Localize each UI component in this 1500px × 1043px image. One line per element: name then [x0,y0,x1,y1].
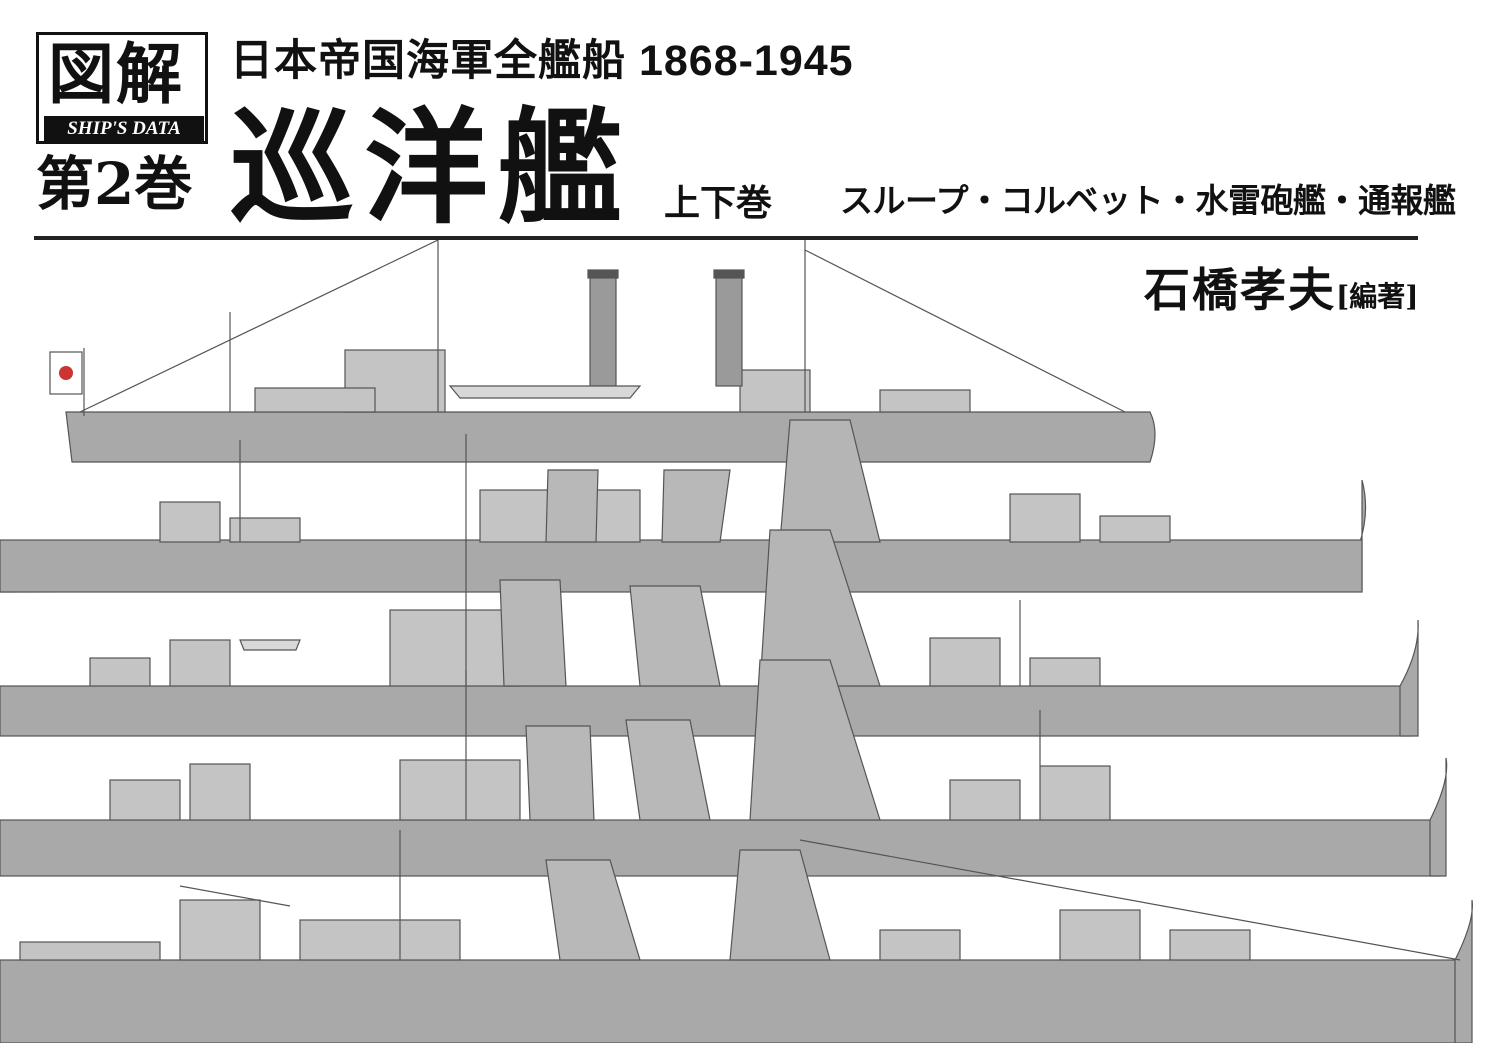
subtitle-types: スループ・コルベット・水雷砲艦・通報艦 [840,181,1456,220]
title-divider [34,236,1418,240]
ship-illustrations [0,240,1473,1043]
badge-main-text: 図解 [48,35,184,113]
ship-illustration-5 [0,830,1473,1043]
series-title: 日本帝国海軍全艦船 1868-1945 [230,37,854,85]
ship-illustration-2 [0,419,1367,593]
ship-illustration-3 [0,529,1419,737]
volume-parts: 上下巻 [664,183,773,224]
ship-illustration-4 [0,659,1448,877]
main-title: 巡洋艦 [230,96,633,241]
ship-illustration-1 [49,240,1156,463]
author-line: 石橋孝夫[編著] [1144,254,1419,320]
author-role: [編著] [1336,280,1419,313]
author-name: 石橋孝夫 [1144,263,1336,317]
volume-number: 第2巻 [36,150,193,218]
badge-frame [36,32,208,144]
badge-sub-text: SHIP'S DATA [44,116,204,142]
